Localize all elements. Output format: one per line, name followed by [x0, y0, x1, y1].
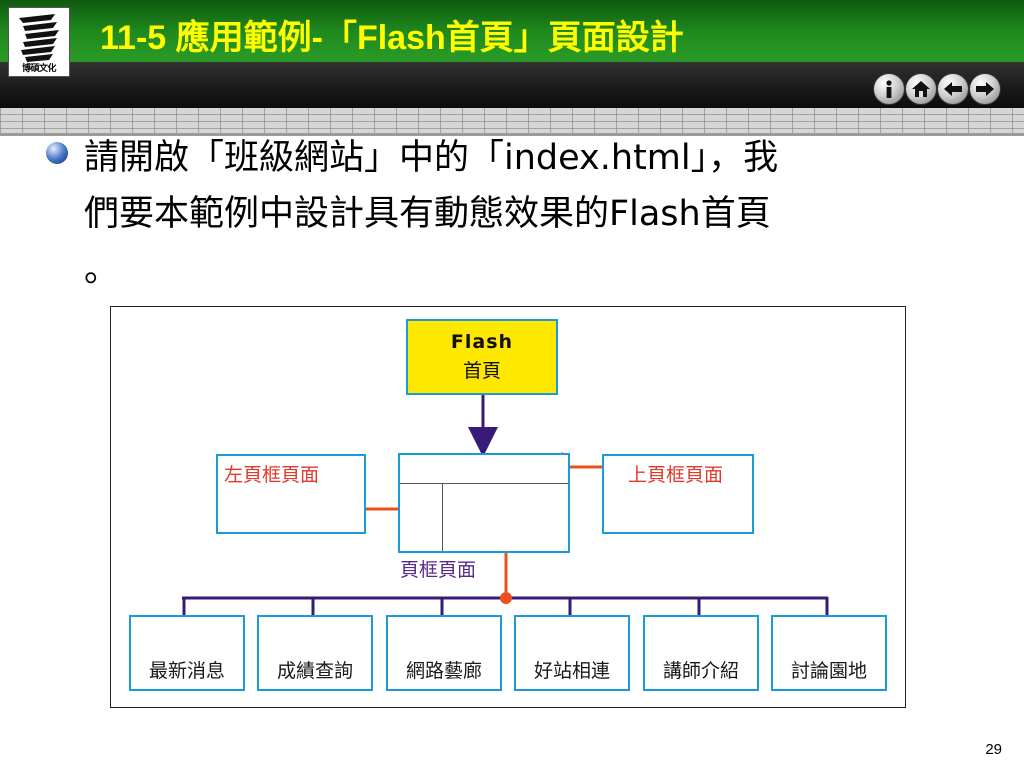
frame-page-box	[398, 453, 570, 553]
top-frame-label: 上頁框頁面	[628, 464, 724, 486]
info-button[interactable]	[873, 73, 905, 105]
paragraph-line-2: 們要本範例中設計具有動態效果的Flash首頁	[84, 194, 771, 234]
left-frame-box: 左頁框頁面	[216, 454, 366, 534]
instruction-paragraph: 請開啟「班級網站」中的「index.html」，我 們要本範例中設計具有動態效果…	[84, 130, 984, 298]
structure-diagram: Flash 首頁 左頁框頁面 上頁框頁面 頁框頁面 最新消息 成績查詢 網路藝廊…	[110, 306, 906, 708]
page-number: 29	[985, 741, 1002, 758]
flash-title: Flash	[450, 331, 514, 353]
back-button[interactable]	[937, 73, 969, 105]
forward-arrow-icon	[976, 82, 994, 96]
header-grid-strip	[0, 108, 1024, 136]
leaf-page-teacher: 講師介紹	[643, 615, 759, 691]
publisher-logo: 博碩文化	[8, 7, 70, 77]
leaf-page-grades: 成績查詢	[257, 615, 373, 691]
top-frame-box: 上頁框頁面	[602, 454, 754, 534]
leaf-page-gallery: 網路藝廊	[386, 615, 502, 691]
home-icon	[912, 81, 930, 97]
flash-homepage-box: Flash 首頁	[406, 319, 558, 395]
page-title: 11-5 應用範例-「Flash首頁」頁面設計	[100, 19, 684, 57]
paragraph-line-3: 。	[84, 250, 120, 290]
paragraph-line-1: 請開啟「班級網站」中的「index.html」，我	[84, 138, 779, 178]
info-icon	[886, 80, 892, 98]
back-arrow-icon	[944, 82, 962, 96]
header-dark-band	[0, 62, 1024, 108]
bullet-icon	[46, 142, 68, 164]
logo-text: 博碩文化	[21, 64, 57, 74]
flash-subtitle: 首頁	[462, 360, 501, 382]
frame-page-top-divider	[400, 483, 568, 484]
leaf-page-links: 好站相連	[514, 615, 630, 691]
main-frame-dot	[500, 592, 512, 604]
leaf-page-forum: 討論園地	[771, 615, 887, 691]
forward-button[interactable]	[969, 73, 1001, 105]
left-frame-label: 左頁框頁面	[224, 464, 320, 486]
leaf-page-news: 最新消息	[129, 615, 245, 691]
frame-page-label: 頁框頁面	[400, 559, 477, 581]
logo-mark-icon	[19, 14, 59, 62]
frame-page-left-divider	[442, 483, 443, 551]
title-bar: 博碩文化 11-5 應用範例-「Flash首頁」頁面設計	[0, 0, 1024, 108]
home-button[interactable]	[905, 73, 937, 105]
